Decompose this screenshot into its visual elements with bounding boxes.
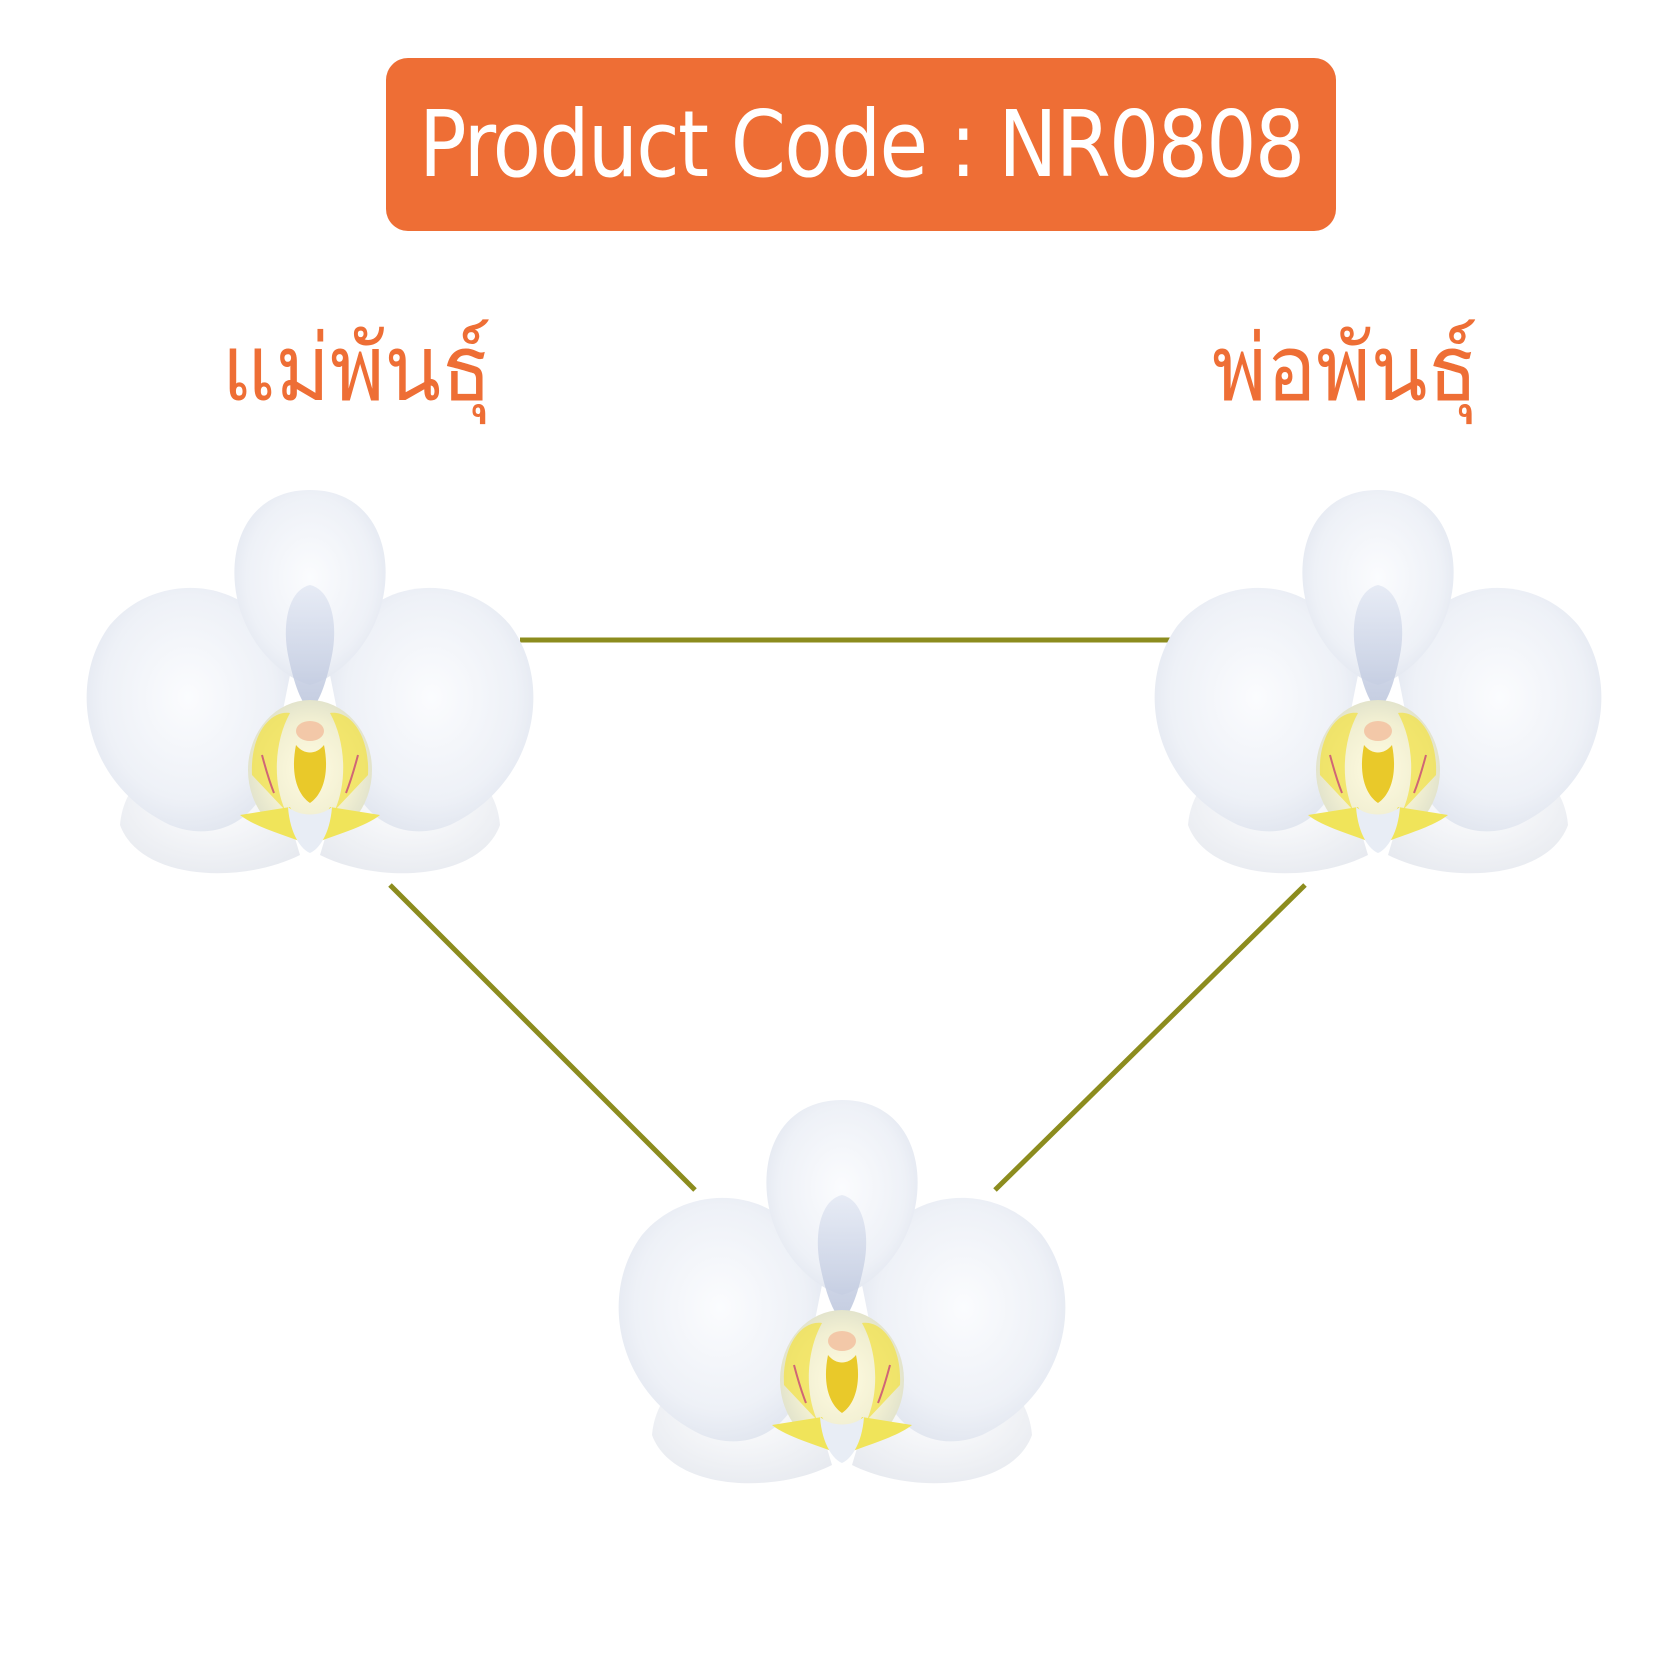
product-code-text: Product Code : NR0808	[418, 91, 1305, 198]
offspring-orchid-icon	[617, 1099, 1067, 1485]
father-orchid-icon	[1153, 489, 1603, 875]
connector-father-offspring	[993, 883, 1307, 1192]
mother-plant-label: แม่พันธุ์	[222, 315, 492, 422]
product-code-badge: Product Code : NR0808	[386, 58, 1336, 231]
connector-mother-offspring	[388, 883, 697, 1192]
father-plant-label: พ่อพันธุ์	[1212, 315, 1479, 422]
mother-orchid-icon	[85, 489, 535, 875]
